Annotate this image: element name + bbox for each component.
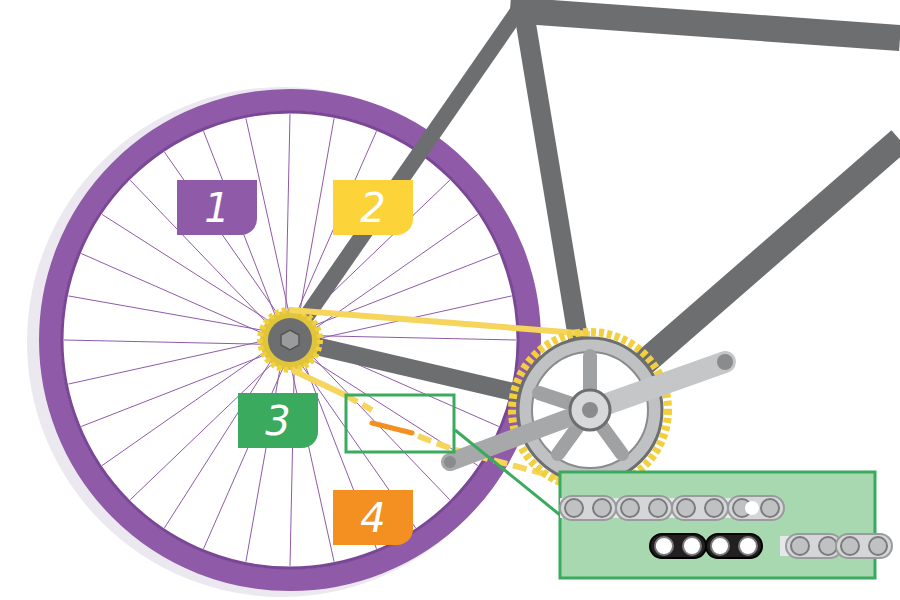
chain-pin bbox=[565, 499, 583, 517]
chain-pin bbox=[841, 537, 859, 555]
pedal-bolt bbox=[717, 354, 733, 370]
chain-pin bbox=[593, 499, 611, 517]
chain-plate bbox=[650, 534, 706, 558]
chain-links bbox=[560, 496, 892, 558]
chain-pin bbox=[819, 537, 837, 555]
spoke bbox=[307, 336, 516, 340]
chain-pin bbox=[655, 537, 673, 555]
zoom-leader bbox=[455, 430, 560, 515]
tire bbox=[50, 100, 530, 580]
chain-plate bbox=[616, 496, 672, 520]
chain-plate bbox=[672, 496, 728, 520]
spokes bbox=[64, 114, 516, 566]
chain-pin bbox=[683, 537, 701, 555]
spoke bbox=[246, 356, 282, 561]
chain-on-ring bbox=[512, 332, 668, 488]
chain-plate bbox=[560, 496, 616, 520]
chainring bbox=[518, 338, 662, 482]
open-pin bbox=[745, 501, 759, 515]
chain-pin bbox=[705, 499, 723, 517]
chain-plate bbox=[786, 534, 842, 558]
rim bbox=[62, 112, 518, 568]
spoke bbox=[286, 114, 290, 323]
spoke bbox=[290, 357, 294, 566]
chain-pin bbox=[869, 537, 887, 555]
pedal-bolt bbox=[444, 456, 456, 468]
spoke bbox=[164, 152, 284, 323]
axle-nut bbox=[281, 330, 299, 350]
chain-pin bbox=[739, 537, 757, 555]
zoom-box bbox=[346, 395, 454, 452]
chain-pin bbox=[649, 499, 667, 517]
callout-number: 4 bbox=[333, 490, 413, 545]
spoke bbox=[81, 254, 272, 338]
callout-number: 2 bbox=[333, 180, 413, 235]
chain-plate bbox=[728, 496, 784, 520]
crank-bolt-center bbox=[582, 402, 598, 418]
spoke bbox=[130, 180, 274, 331]
tire-shadow bbox=[34, 94, 530, 590]
callout-number: 3 bbox=[238, 393, 318, 448]
inset-panel bbox=[560, 472, 875, 578]
crank-arm bbox=[450, 410, 590, 462]
chain-pin bbox=[677, 499, 695, 517]
chain-plate bbox=[836, 534, 892, 558]
chain-pin bbox=[621, 499, 639, 517]
crank-bolt bbox=[570, 390, 610, 430]
rear-cog bbox=[260, 310, 320, 370]
chain-pin bbox=[791, 537, 809, 555]
chain-pin bbox=[761, 499, 779, 517]
spoke bbox=[68, 296, 273, 332]
chain-pin bbox=[711, 537, 729, 555]
hub bbox=[268, 318, 312, 362]
spoke bbox=[68, 339, 272, 384]
chainring-inner bbox=[532, 352, 648, 468]
callout-number: 1 bbox=[177, 180, 257, 235]
missing-link-mark bbox=[372, 423, 412, 433]
spoke bbox=[204, 358, 288, 549]
spoke bbox=[64, 340, 273, 344]
chain-plate bbox=[706, 534, 762, 558]
open-pin bbox=[656, 540, 668, 552]
